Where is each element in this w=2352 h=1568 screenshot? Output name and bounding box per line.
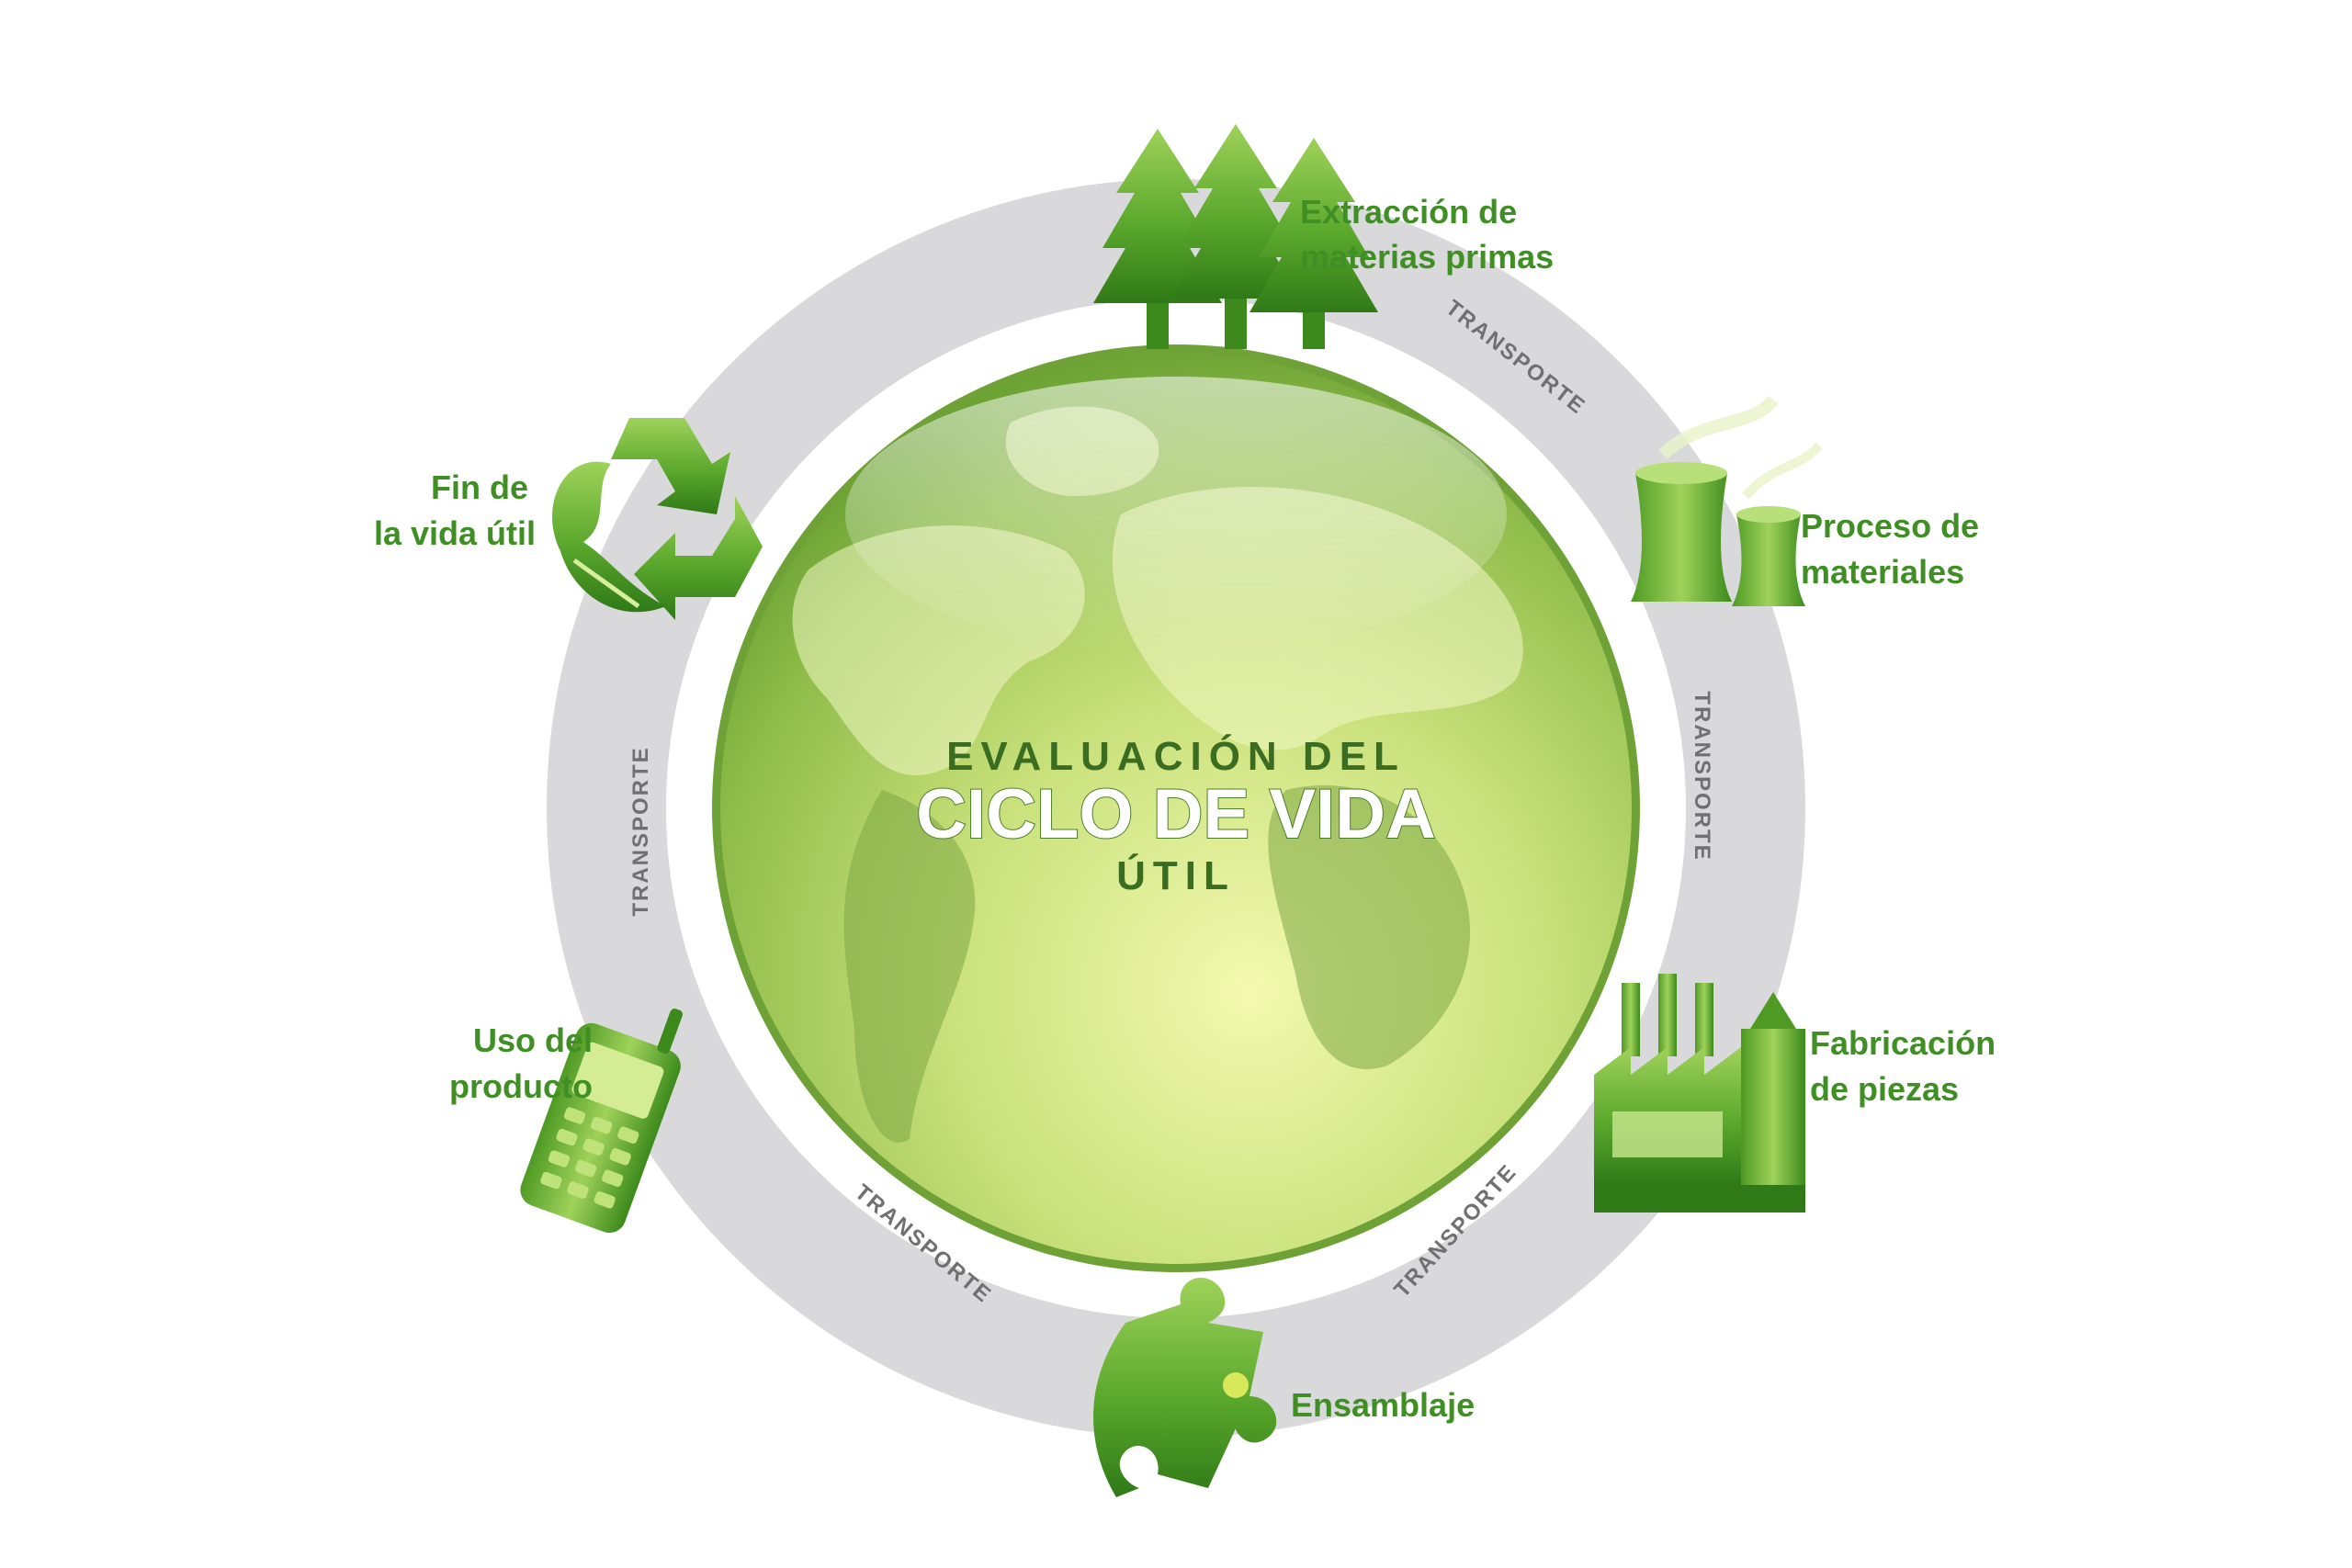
globe [703,335,1649,1281]
cooling-towers-icon [1631,395,1823,606]
transport-label-5: TRANSPORTE [628,746,653,916]
stage-label-fabricacion-2: de piezas [1810,1070,1959,1108]
mobile-phone-icon [520,1009,683,1234]
stage-label-extraccion-2: materias primas [1300,238,1554,276]
recycle-icon [552,418,763,620]
trees-icon [1093,124,1378,349]
stage-label-proceso-1: Proceso de [1801,507,1979,545]
transport-label-2: TRANSPORTE [1690,691,1714,861]
globe-title-line1: EVALUACIÓN DEL [946,733,1406,779]
stage-label-extraccion-1: Extracción de [1300,193,1517,231]
factory-icon [1594,974,1805,1213]
puzzle-piece-icon [1093,1277,1277,1497]
stage-label-proceso-2: materiales [1801,553,1964,591]
stage-label-fin-2: la vida útil [374,514,536,552]
stage-label-fin-1: Fin de [431,468,528,506]
stage-label-uso-2: producto [449,1067,593,1105]
globe-title-line2: CICLO DE VIDA [916,775,1436,853]
stage-label-fabricacion-1: Fabricación [1810,1024,1996,1062]
stage-label-uso-1: Uso del [473,1021,593,1059]
globe-title-line3: ÚTIL [1116,852,1236,898]
stage-label-ensamblaje: Ensamblaje [1291,1386,1475,1424]
